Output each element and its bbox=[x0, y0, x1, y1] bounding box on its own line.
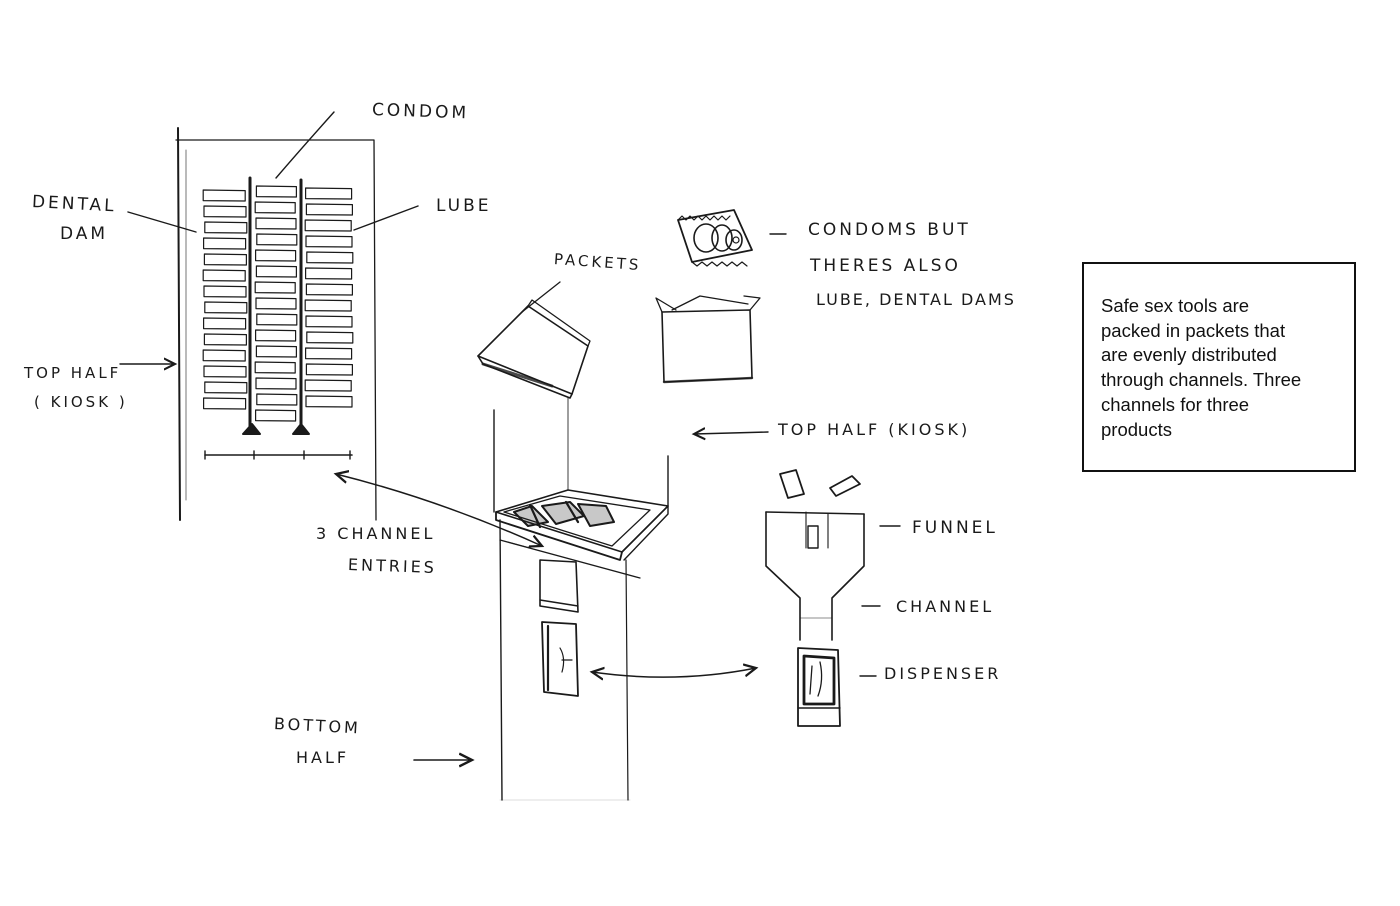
channel-slot bbox=[306, 364, 352, 375]
channel-slot bbox=[306, 396, 352, 407]
packet-sketch-tilted bbox=[478, 300, 590, 398]
description-note-text: Safe sex tools are packed in packets tha… bbox=[1101, 294, 1340, 442]
channel-slot bbox=[255, 282, 295, 293]
label-lube: LUBE bbox=[436, 196, 491, 216]
label-dispenser: DISPENSER bbox=[884, 664, 1001, 683]
channel-slot bbox=[204, 286, 246, 297]
channel-slot bbox=[256, 330, 296, 341]
channel-slot bbox=[256, 186, 296, 197]
channel-slot bbox=[204, 366, 246, 377]
channel-slot bbox=[204, 254, 246, 265]
label-condoms-but-line2: THERES ALSO bbox=[810, 256, 961, 276]
label-condom: CONDOM bbox=[372, 100, 470, 123]
channel-slot bbox=[306, 316, 352, 327]
channel-slot bbox=[257, 234, 297, 245]
channel-slot bbox=[256, 250, 296, 261]
dental-dam-channel bbox=[203, 190, 247, 409]
channel-slot bbox=[255, 362, 295, 373]
label-top-half-left-line1: TOP HALF bbox=[24, 364, 121, 382]
funnel-channel-dispenser bbox=[766, 512, 864, 726]
channel-slot bbox=[203, 190, 245, 201]
channel-slot bbox=[306, 284, 352, 295]
channel-slot bbox=[256, 346, 296, 357]
channel-slot bbox=[204, 238, 246, 249]
channel-slot bbox=[203, 350, 245, 361]
condom-channel bbox=[255, 186, 297, 421]
channel-slot bbox=[257, 314, 297, 325]
channel-slot bbox=[256, 218, 296, 229]
channel-slot bbox=[203, 270, 245, 281]
label-condoms-but-line3: LUBE, DENTAL DAMS bbox=[816, 290, 1016, 309]
description-note-box: Safe sex tools are packed in packets tha… bbox=[1082, 262, 1356, 472]
channel-slot bbox=[307, 332, 353, 343]
channel-slot bbox=[305, 220, 351, 231]
channel-slot bbox=[305, 300, 351, 311]
channel-slot bbox=[205, 302, 247, 313]
channel-slot bbox=[306, 204, 352, 215]
packets-leader-line bbox=[522, 282, 560, 312]
packet-sketch-open bbox=[656, 296, 760, 382]
label-channel: CHANNEL bbox=[896, 597, 994, 616]
channel-slot bbox=[256, 298, 296, 309]
kiosk-front-elevation bbox=[176, 128, 376, 520]
label-bottom-half-line2: HALF bbox=[296, 748, 349, 767]
label-channel-entries-line2: ENTRIES bbox=[348, 555, 438, 577]
channel-slot bbox=[205, 382, 247, 393]
channel-slot bbox=[257, 394, 297, 405]
channel-slot bbox=[204, 334, 246, 345]
channel-slot bbox=[306, 188, 352, 199]
label-top-half-left-line2: ( KIOSK ) bbox=[34, 393, 128, 411]
channel-slot bbox=[305, 380, 351, 391]
kiosk-isometric bbox=[494, 398, 668, 800]
channel-slot bbox=[256, 378, 296, 389]
condom-leader-line bbox=[276, 112, 334, 178]
channel-slot bbox=[256, 410, 296, 421]
channel-slot bbox=[255, 202, 295, 213]
channel-slot bbox=[306, 268, 352, 279]
lube-channel bbox=[305, 188, 353, 407]
channel-slot bbox=[205, 222, 247, 233]
label-top-half-right: TOP HALF (KIOSK) bbox=[778, 420, 970, 439]
dispenser-double-arrow bbox=[592, 668, 756, 677]
channel-slot bbox=[307, 252, 353, 263]
channel-slot bbox=[204, 398, 246, 409]
lube-leader-line bbox=[354, 206, 418, 230]
falling-packets bbox=[780, 470, 860, 498]
channel-slot bbox=[204, 318, 246, 329]
channel-slot bbox=[256, 266, 296, 277]
label-channel-entries-line1: 3 CHANNEL bbox=[316, 524, 435, 543]
channel-slot bbox=[306, 348, 352, 359]
label-funnel: FUNNEL bbox=[912, 518, 998, 538]
top-half-right-arrow bbox=[694, 432, 768, 434]
channel-slot bbox=[306, 236, 352, 247]
channel-slot bbox=[204, 206, 246, 217]
condom-wrapper-sketch bbox=[678, 210, 752, 266]
label-dental-dam-line2: DAM bbox=[60, 224, 108, 244]
label-condoms-but-line1: CONDOMS BUT bbox=[808, 220, 971, 240]
